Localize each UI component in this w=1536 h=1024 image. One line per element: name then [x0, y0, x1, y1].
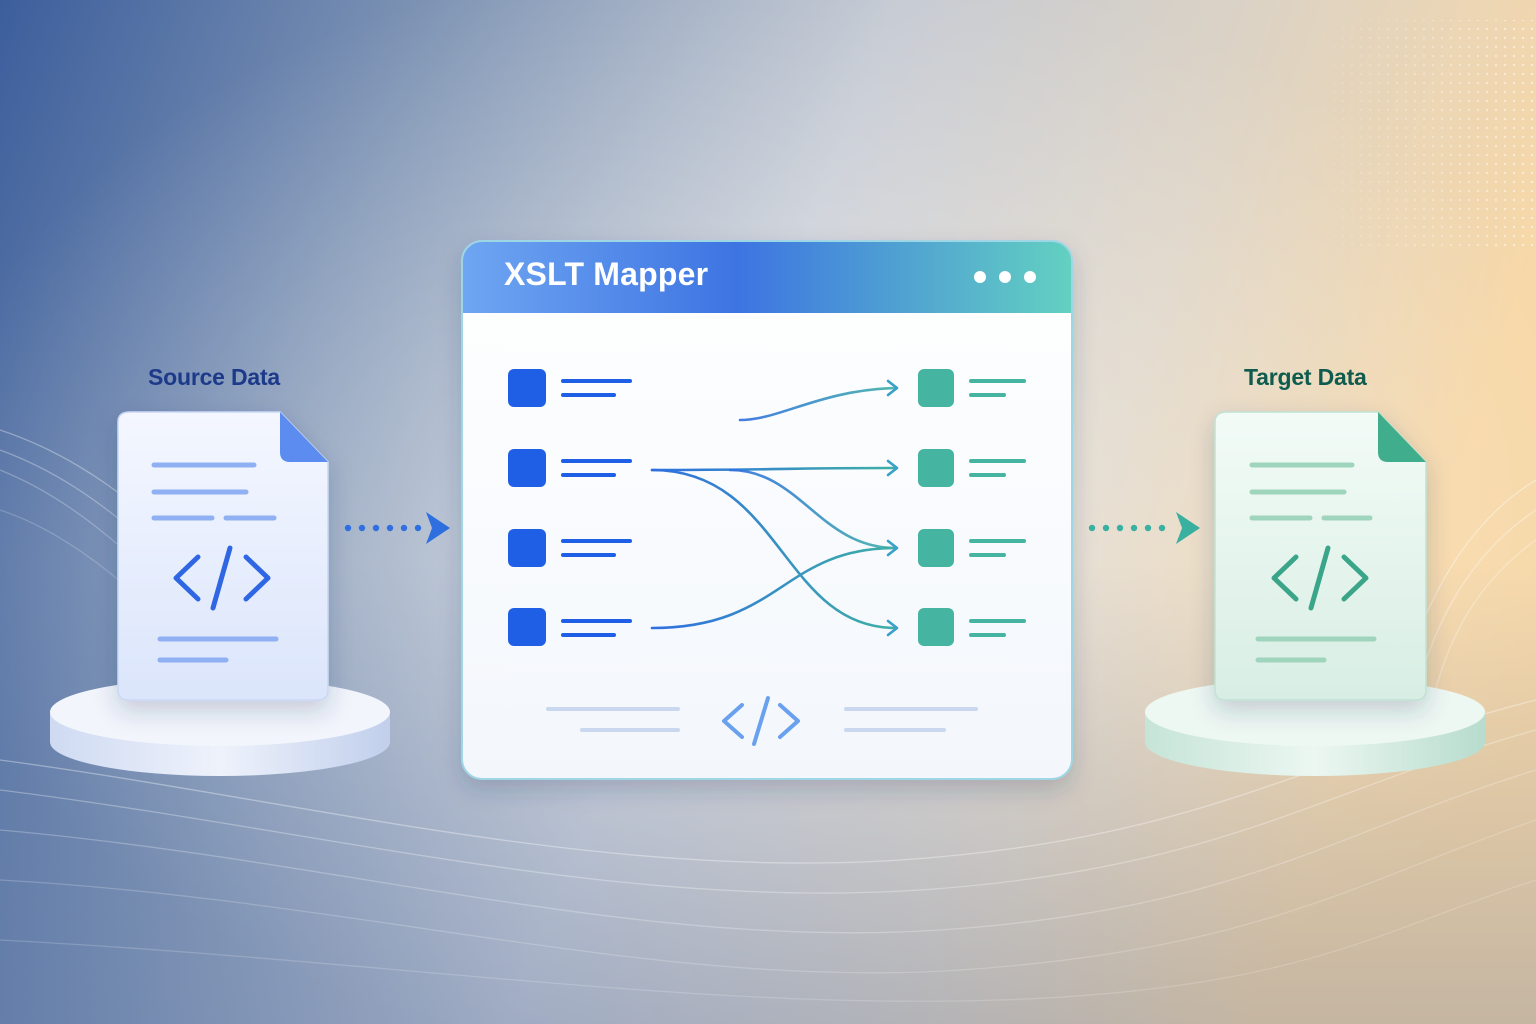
code-icon — [722, 696, 800, 746]
source-field[interactable] — [508, 529, 632, 567]
connector-arrowheads — [886, 379, 899, 637]
target-fields — [918, 369, 1026, 646]
mapping-connector[interactable] — [650, 546, 898, 630]
target-field[interactable] — [918, 529, 1026, 567]
target-document — [1214, 411, 1427, 701]
target-data-label: Target Data — [1244, 364, 1367, 390]
xslt-mapper-panel — [461, 240, 1073, 780]
code-icon — [1271, 545, 1369, 611]
code-icon — [173, 545, 271, 611]
mapper-title: XSLT Mapper — [504, 256, 709, 292]
mapper-to-target-arrow — [1088, 512, 1200, 544]
source-to-mapper-arrow — [344, 512, 450, 544]
target-field[interactable] — [918, 608, 1026, 646]
target-field[interactable] — [918, 449, 1026, 487]
source-fields — [508, 369, 632, 646]
source-field[interactable] — [508, 449, 632, 487]
mapping-connector[interactable] — [650, 466, 898, 472]
source-document — [117, 411, 329, 701]
source-data-label: Source Data — [148, 364, 281, 390]
source-field[interactable] — [508, 369, 632, 407]
source-field[interactable] — [508, 608, 632, 646]
mapping-connectors — [650, 386, 898, 630]
more-dots-icon[interactable] — [974, 271, 1036, 283]
mapper-header — [462, 241, 1072, 313]
mapper-footer — [546, 696, 978, 746]
target-field[interactable] — [918, 369, 1026, 407]
